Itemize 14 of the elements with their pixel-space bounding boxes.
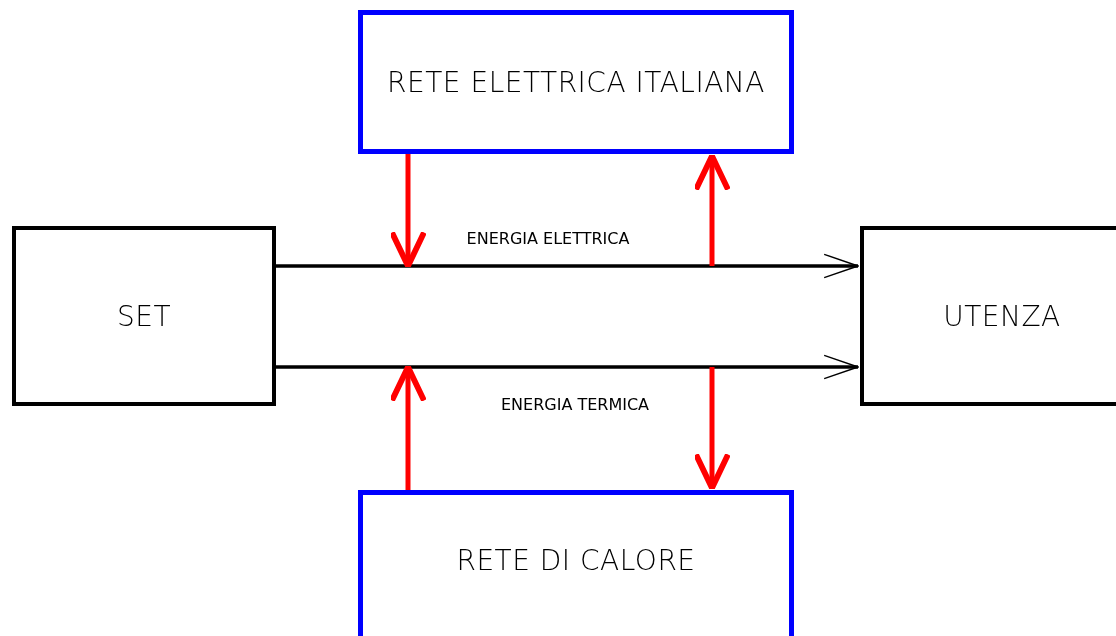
box-label: SET: [116, 299, 172, 333]
arrow: [276, 354, 859, 380]
arrow: [389, 154, 427, 269]
grid-box: [358, 10, 794, 154]
user-box: [860, 226, 1116, 406]
arrow: [693, 367, 731, 491]
box-label: UTENZA: [943, 299, 1061, 333]
box-label: RETE ELETTRICA ITALIANA: [387, 65, 765, 99]
arrow: [276, 253, 859, 279]
arrow: [693, 153, 731, 266]
box-label: RETE DI CALORE: [456, 544, 696, 577]
heat-network-box: [358, 490, 794, 636]
system-box: [12, 226, 276, 406]
arrow: [389, 364, 427, 490]
